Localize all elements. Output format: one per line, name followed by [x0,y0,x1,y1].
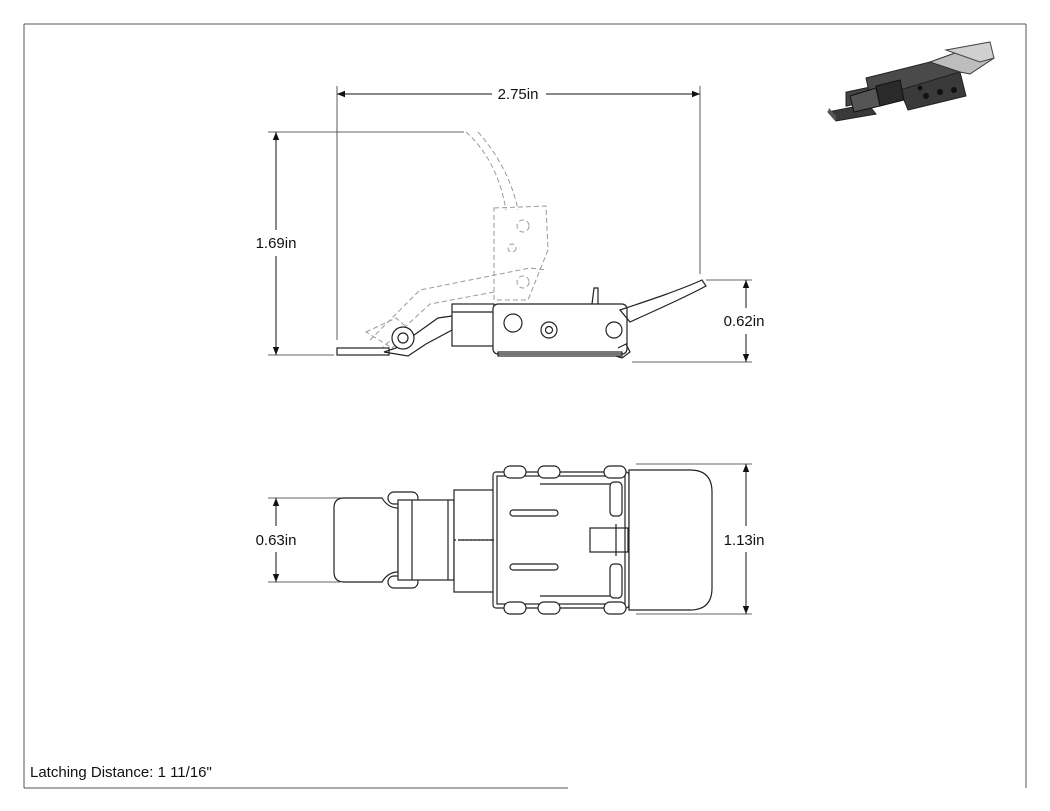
body-hole-right [605,321,623,339]
dimension-side-height: 0.62in [632,279,765,363]
handle-lever [618,279,707,323]
dimension-width-label: 2.75in [498,86,539,103]
slot-upper [509,509,559,517]
handle-tab [628,469,713,611]
link-plate [451,303,495,347]
side-view [336,131,707,359]
rivet-bottom-2 [537,601,561,615]
dimension-height: 1.69in [256,131,464,356]
dimension-front-width-label: 0.63in [256,532,297,549]
dimension-front-width: 0.63in [256,497,340,583]
roller-upper [609,481,623,517]
body-plate [492,471,630,609]
sheet-border [23,23,1027,789]
body-hole-left [503,313,523,333]
rivet-top-1 [503,465,527,479]
latching-distance-note: Latching Distance: 1 11/16" [30,764,212,781]
top-view [333,465,713,615]
dimension-height-label: 1.69in [256,235,297,252]
hook-plate [333,497,399,583]
dimension-width: 2.75in [336,86,701,340]
rivet-top-3 [603,465,627,479]
spring-clip [615,343,631,359]
rivet-bottom-3 [603,601,627,615]
latch-isometric-icon [827,41,995,122]
frame-left [453,489,495,593]
rivet-top-2 [537,465,561,479]
latch-body [492,303,628,355]
dimension-side-height-label: 0.62in [724,313,765,330]
top-pin [591,287,599,305]
base-tab [336,347,390,356]
link-strap [397,499,455,581]
rivet-bottom-1 [503,601,527,615]
dimension-front-height: 1.13in [636,463,765,615]
slot-lower [509,563,559,571]
catch-spring [589,527,629,553]
roller-lower [609,563,623,599]
dimension-front-height-label: 1.13in [724,532,765,549]
